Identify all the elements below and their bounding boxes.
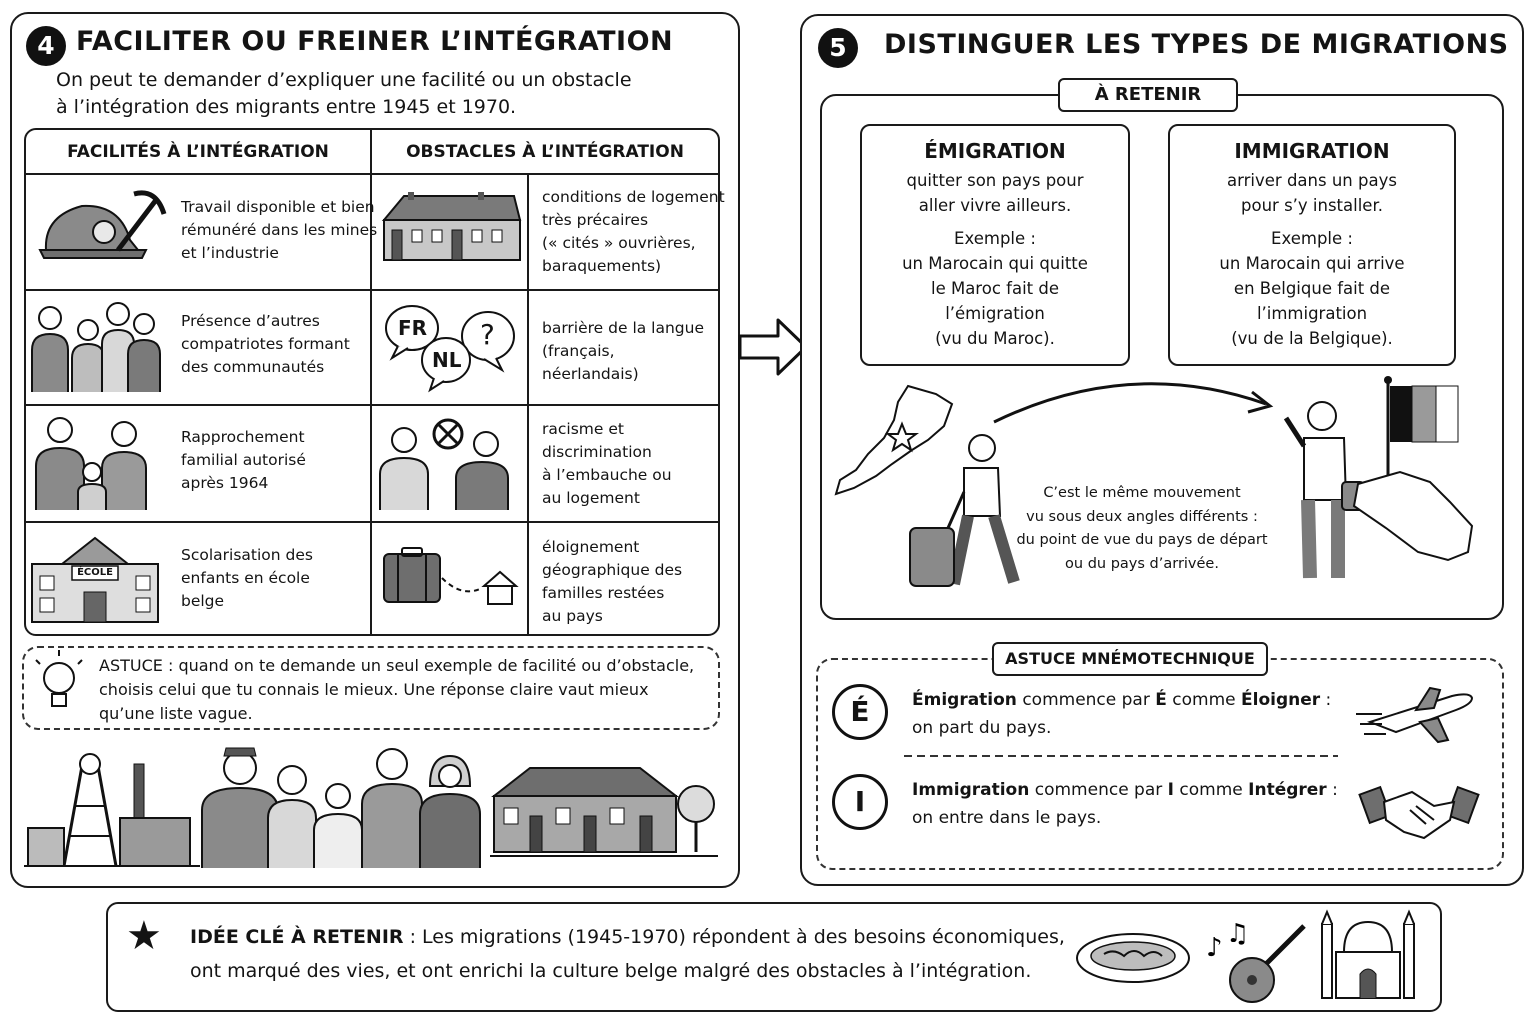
section-4-intro-2: à l’intégration des migrants entre 1945 … [56, 96, 517, 118]
bubble-question: ? [480, 318, 495, 351]
emigration-title: ÉMIGRATION [924, 139, 1066, 163]
section-4-title: FACILITER OU FREINER L’INTÉGRATION [76, 26, 674, 57]
section-5-number: 5 [818, 28, 858, 68]
table-row: racisme et discrimination à l’embauche o… [542, 420, 672, 507]
row-houses-illustration [490, 767, 718, 857]
letter-i-badge: I [832, 774, 888, 830]
lightbulb-icon [35, 650, 83, 707]
couscous-dish-icon [1076, 933, 1190, 983]
section-5-title: DISTINGUER LES TYPES DE MIGRATIONS [884, 29, 1509, 60]
table-row: Rapprochement familial autorisé après 19… [181, 428, 306, 492]
mnemonic-label: ASTUCE MNÉMOTECHNIQUE [992, 642, 1268, 676]
community-people-icon [31, 302, 161, 392]
svg-text:♫: ♫ [1226, 919, 1249, 949]
mnemonic-divider [904, 755, 1338, 757]
retain-label: À RETENIR [1058, 78, 1238, 112]
table-row: Présence d’autres compatriotes formant d… [181, 312, 350, 376]
suitcase-home-icon [383, 547, 519, 605]
bubble-fr: FR [398, 316, 428, 340]
right-arrow-icon [738, 318, 808, 376]
table-row: Travail disponible et bien rémunéré dans… [181, 198, 378, 262]
table-row: Scolarisation des enfants en école belge [181, 546, 313, 610]
section-4-intro-1: On peut te demander d’expliquer une faci… [56, 69, 632, 91]
mine-tower-illustration [24, 753, 200, 867]
letter-e-badge: É [832, 684, 888, 740]
language-bubbles-icon [385, 305, 515, 393]
mnemonic-immigration: Immigration commence par I comme Intégre… [912, 780, 1338, 828]
table-row: éloignement géographique des familles re… [542, 538, 683, 625]
svg-text:♪: ♪ [1206, 933, 1223, 963]
movement-text: C’est le même mouvement vu sous deux ang… [1016, 485, 1268, 572]
workers-housing-icon [381, 192, 522, 261]
music-lute-icon: ♪ ♫ [1206, 919, 1306, 1003]
tip-text: ASTUCE : quand on te demande un seul exe… [99, 656, 695, 723]
star-icon: ★ [126, 913, 162, 959]
bubble-nl: NL [432, 348, 462, 372]
table-row: conditions de logement très précaires («… [542, 188, 725, 275]
school-building-icon [31, 536, 159, 623]
immigration-title: IMMIGRATION [1234, 139, 1390, 163]
tip-label: ASTUCE [99, 656, 163, 675]
airplane-icon [1356, 686, 1474, 744]
handshake-icon [1358, 785, 1480, 840]
key-idea-text: IDÉE CLÉ À RETENIR : Les migrations (194… [190, 926, 1065, 982]
walking-traveler-illustration [909, 434, 1020, 587]
tip-box [22, 646, 720, 730]
section-4-number: 4 [26, 26, 66, 66]
migrant-family-illustration [201, 747, 481, 868]
morocco-map-icon [834, 384, 954, 496]
family-icon [35, 417, 147, 510]
header-obstacles: OBSTACLES À L’INTÉGRATION [406, 142, 684, 162]
mosque-icon [1321, 909, 1415, 999]
immigration-card: IMMIGRATION arriver dans un pays pour s’… [1168, 124, 1456, 366]
key-idea-panel [106, 902, 1442, 1012]
travel-arc-arrow [993, 382, 1274, 424]
miner-helmet-icon [38, 190, 167, 259]
table-row: barrière de la langue (français, néerlan… [542, 319, 705, 383]
belgium-map-flag-icon [1352, 376, 1474, 562]
emigration-card: ÉMIGRATION quitter son pays pour aller v… [860, 124, 1130, 366]
discrimination-icon [379, 418, 509, 510]
school-sign: ÉCOLE [77, 567, 113, 578]
header-facilities: FACILITÉS À L’INTÉGRATION [67, 142, 329, 162]
mnemonic-emigration: Émigration commence par É comme Éloigner… [912, 690, 1332, 738]
